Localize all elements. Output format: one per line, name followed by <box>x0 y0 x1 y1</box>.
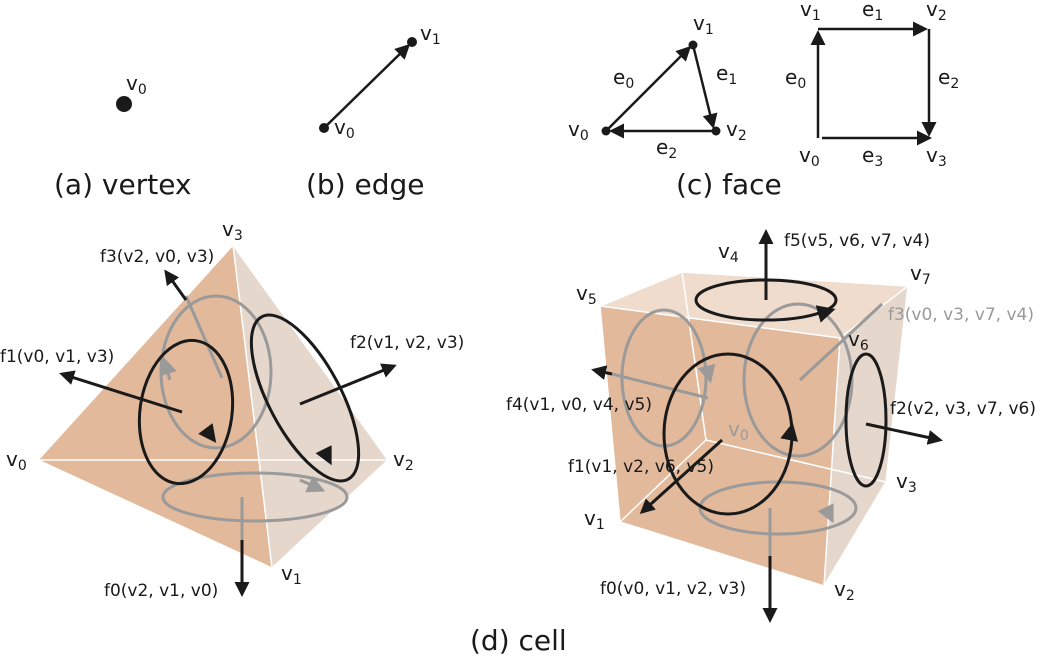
cube-f0-arrow <box>817 503 834 524</box>
edge-line <box>323 43 411 129</box>
sq-e1-label: e1 <box>862 0 883 24</box>
cube-f3-normal-hidden <box>798 302 884 382</box>
tetra-v2-label: v2 <box>393 447 414 474</box>
sq-e2-label: e2 <box>938 65 959 92</box>
tetra-f3-arrow <box>159 356 177 381</box>
tetra-f2-normal <box>299 363 397 406</box>
tri-v1-point <box>688 40 698 50</box>
cube-f4-label: f4(v1, v0, v4, v5) <box>506 395 652 415</box>
panel-face: v0 v1 v2 e0 e1 e2 v0 v1 v2 v3 e0 e1 e2 e… <box>568 0 959 201</box>
tri-v0-label: v0 <box>568 117 589 144</box>
tetra-f2-circle <box>249 313 361 483</box>
cube-f1-arrow <box>780 422 799 442</box>
cube-v0-label: v0 <box>728 417 749 444</box>
tetra-v1-label: v1 <box>281 561 302 588</box>
tri-v2-point <box>711 126 721 136</box>
panel-edge: v0 v1 (b) edge <box>306 21 441 201</box>
tetra-f1-label: f1(v0, v1, v3) <box>0 347 114 367</box>
tetra-outline <box>37 243 389 569</box>
tetra-front-face <box>38 245 272 568</box>
tetra-f0-label: f0(v2, v1, v0) <box>104 581 218 601</box>
tri-v1-label: v1 <box>693 11 714 38</box>
tetra-f1-normal <box>59 370 183 414</box>
cube-outline <box>599 271 909 587</box>
tri-edge-e1 <box>691 44 718 129</box>
tetra-mid-edge <box>232 244 273 569</box>
cube-v5-label: v5 <box>576 281 597 308</box>
edge-v0-point <box>319 123 329 133</box>
tetra-f3-label: f3(v2, v0, v3) <box>100 247 214 267</box>
tetra-f1-circle <box>137 338 235 486</box>
cell-tetrahedron: v0 v1 v2 v3 f0(v2, v1, v0) f1(v0, v1, v3… <box>0 217 464 601</box>
cube-f2-circle <box>844 352 888 488</box>
tetra-f3-normal <box>164 269 188 301</box>
panel-vertex: v0 (a) vertex <box>54 71 192 201</box>
cube-f4-normal-hidden <box>611 372 709 400</box>
cube-right-face <box>824 286 908 586</box>
cube-f5-label: f5(v5, v6, v7, v4) <box>784 231 930 251</box>
cube-f3-label: f3(v0, v3, v7, v4) <box>888 305 1034 325</box>
sq-e3-label: e3 <box>862 143 883 170</box>
tri-v2-label: v2 <box>726 117 747 144</box>
tetra-f2-label: f2(v1, v2, v3) <box>350 333 464 353</box>
cube-f1-label: f1(v1, v2, v6, v5) <box>568 457 714 477</box>
tetra-f0-circle <box>161 471 349 523</box>
sq-v1-label: v1 <box>800 0 821 24</box>
tetra-v3-label: v3 <box>222 217 243 244</box>
tri-e1-label: e1 <box>716 61 737 88</box>
tetra-f0-arrow <box>299 475 326 493</box>
cube-v3-label: v3 <box>896 469 917 496</box>
tri-edge-e0 <box>605 45 692 132</box>
tetra-hidden-circulations <box>159 294 349 540</box>
tetra-f2-arrow <box>315 445 332 466</box>
face-triangle: v0 v1 v2 e0 e1 e2 <box>568 11 747 162</box>
edge-v1-label: v1 <box>420 21 441 48</box>
tri-e0-label: e0 <box>613 65 634 92</box>
cube-v4-label: v4 <box>718 239 739 266</box>
sq-e0-label: e0 <box>785 65 806 92</box>
tetra-v0-label: v0 <box>6 447 27 474</box>
caption-cell: (d) cell <box>470 624 567 657</box>
sq-v3-label: v3 <box>926 143 947 170</box>
cube-f0-label: f0(v0, v1, v2, v3) <box>600 579 746 599</box>
sq-v0-label: v0 <box>799 143 820 170</box>
cube-f3-circle <box>742 302 854 458</box>
caption-face: (c) face <box>676 168 782 201</box>
sq-v2-label: v2 <box>926 0 947 24</box>
cube-v2-label: v2 <box>834 577 855 604</box>
cube-front-face <box>600 306 840 586</box>
edge-v1-point <box>407 37 417 47</box>
tetra-side-face <box>233 245 388 568</box>
cell-cube: v0 v1 v2 v3 v4 v5 v6 v7 f0(v0, v1, v2, v… <box>506 229 1036 623</box>
cube-f5-arrow <box>815 305 836 323</box>
tri-v0-point <box>601 126 611 136</box>
cube-f4-normal <box>591 365 613 380</box>
face-square: v0 v1 v2 v3 e0 e1 e2 e3 <box>785 0 959 170</box>
cube-f4-arrow <box>697 363 716 384</box>
tetra-f3-normal-hidden <box>184 295 224 379</box>
cube-v1-label: v1 <box>584 506 605 533</box>
edge-v0-label: v0 <box>334 115 355 142</box>
caption-edge: (b) edge <box>306 168 425 201</box>
tetra-f1-arrow <box>198 423 217 443</box>
cube-f1-normal <box>639 438 724 515</box>
cube-v6-label: v6 <box>848 327 869 354</box>
vertex-label: v0 <box>126 71 147 98</box>
cube-v7-label: v7 <box>910 261 931 288</box>
cube-f2-normal <box>865 422 943 445</box>
caption-vertex: (a) vertex <box>54 168 192 201</box>
vertex-point <box>116 96 132 112</box>
cube-front-right-edge <box>823 337 841 587</box>
cube-f2-label: f2(v2, v3, v7, v6) <box>890 399 1036 419</box>
tri-e2-label: e2 <box>656 135 677 162</box>
